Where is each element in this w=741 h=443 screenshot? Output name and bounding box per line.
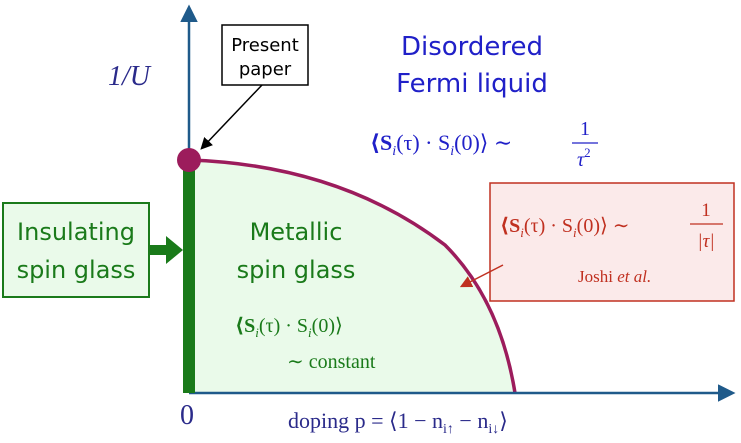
insulating-box bbox=[2, 202, 150, 298]
metallic-correlator: ⟨Si(τ) · Si(0)⟩ bbox=[235, 315, 343, 340]
phase-boundary bbox=[188, 158, 517, 394]
x-axis-label: doping p = ⟨1 − ni↑ − ni↓⟩ bbox=[288, 408, 508, 437]
present-paper-point bbox=[177, 148, 201, 172]
metallic-region bbox=[189, 160, 515, 393]
joshi-arrow bbox=[459, 264, 504, 288]
present-paper-box bbox=[221, 24, 309, 86]
present-paper-arrow bbox=[200, 84, 263, 150]
disordered-title-2: Fermi liquid bbox=[396, 69, 548, 99]
disordered-frac-den: τ2 bbox=[577, 145, 591, 171]
joshi-frac-num: 1 bbox=[701, 200, 711, 221]
insulating-arrow bbox=[150, 236, 183, 264]
metallic-constant: ∼ constant bbox=[287, 351, 376, 373]
insulating-line1: Insulating bbox=[17, 218, 135, 246]
y-axis-label: 1/U bbox=[108, 61, 152, 92]
insulating-line2: spin glass bbox=[17, 256, 136, 284]
disordered-correlator: ⟨Si(τ) · Si(0)⟩ ∼ bbox=[370, 130, 512, 159]
joshi-box bbox=[489, 182, 735, 302]
present-paper-line2: paper bbox=[239, 59, 292, 80]
joshi-citation: Joshi et al. bbox=[578, 267, 651, 286]
metallic-title-2: spin glass bbox=[237, 256, 356, 284]
disordered-title-1: Disordered bbox=[401, 32, 543, 62]
metallic-title-1: Metallic bbox=[250, 218, 343, 246]
present-paper-line1: Present bbox=[231, 35, 299, 56]
origin-label: 0 bbox=[180, 400, 194, 431]
insulating-line bbox=[183, 160, 195, 393]
disordered-frac-num: 1 bbox=[580, 118, 590, 140]
joshi-frac-den: |τ| bbox=[697, 231, 714, 252]
joshi-correlator: ⟨Si(τ) · Si(0)⟩ ∼ bbox=[500, 215, 630, 240]
